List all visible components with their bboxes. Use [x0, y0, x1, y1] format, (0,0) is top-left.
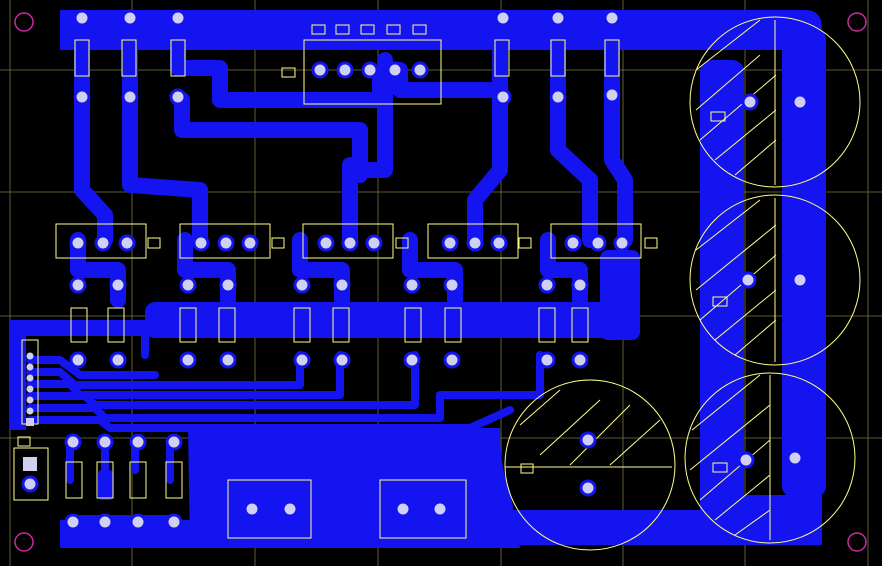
pad: [165, 513, 183, 531]
pad: [333, 276, 351, 294]
pad: [386, 61, 404, 79]
pad: [741, 93, 759, 111]
pad: [549, 9, 567, 27]
pad: [490, 234, 508, 252]
pad: [179, 276, 197, 294]
pad: [538, 276, 556, 294]
header-pin-pad: [26, 385, 34, 393]
pad: [411, 61, 429, 79]
pad: [179, 351, 197, 369]
header-pin-pad: [26, 352, 34, 360]
pad: [64, 513, 82, 531]
pad: [791, 271, 809, 289]
pad: [786, 449, 804, 467]
pad: [281, 500, 299, 518]
pad: [192, 234, 210, 252]
pad: [603, 9, 621, 27]
pad: [69, 276, 87, 294]
pad: [219, 351, 237, 369]
pad: [341, 234, 359, 252]
pad: [333, 351, 351, 369]
pad: [466, 234, 484, 252]
pad: [317, 234, 335, 252]
mounting-hole-bottom-left: [14, 532, 34, 552]
mounting-hole-top-left: [14, 12, 34, 32]
pad: [293, 276, 311, 294]
pad: [571, 351, 589, 369]
square-pad: [23, 457, 37, 471]
pad: [403, 276, 421, 294]
pad: [361, 61, 379, 79]
header-pin-pad: [26, 396, 34, 404]
pad: [96, 513, 114, 531]
pad: [441, 234, 459, 252]
pad: [564, 234, 582, 252]
pad: [571, 276, 589, 294]
header-pin-pad: [26, 418, 34, 426]
pad: [165, 433, 183, 451]
pad: [241, 234, 259, 252]
capacitor-hatching: [505, 19, 777, 540]
pad: [73, 88, 91, 106]
terminal-block-1-outline: [227, 479, 312, 539]
pad: [613, 234, 631, 252]
header-pin-pad: [26, 407, 34, 415]
top-connector-outline: [303, 39, 442, 105]
mounting-hole-bottom-right: [847, 532, 867, 552]
pad: [219, 276, 237, 294]
pad: [129, 433, 147, 451]
silkscreen-layer: [13, 16, 861, 551]
pad: [579, 479, 597, 497]
pad: [443, 276, 461, 294]
terminal-block-2-outline: [379, 479, 467, 539]
pad: [589, 234, 607, 252]
pad: [169, 88, 187, 106]
resistor-outlines: [65, 39, 620, 499]
pad: [217, 234, 235, 252]
pad: [293, 351, 311, 369]
pad: [311, 61, 329, 79]
pad: [73, 9, 91, 27]
mounting-holes: [14, 12, 867, 552]
pad: [96, 433, 114, 451]
pad: [109, 351, 127, 369]
pad: [538, 351, 556, 369]
pad: [64, 433, 82, 451]
pads-layer: [21, 9, 809, 531]
pad: [121, 9, 139, 27]
pad: [21, 475, 39, 493]
pad: [549, 88, 567, 106]
regulator-outlines: [55, 223, 658, 259]
pad: [739, 271, 757, 289]
pad: [603, 86, 621, 104]
header-pin-pad: [26, 363, 34, 371]
pad: [129, 513, 147, 531]
pad: [403, 351, 421, 369]
pad: [443, 351, 461, 369]
pad: [69, 234, 87, 252]
pad: [791, 93, 809, 111]
mounting-hole-top-right: [847, 12, 867, 32]
pad: [494, 88, 512, 106]
pad: [737, 451, 755, 469]
input-connector-outline: [13, 447, 49, 501]
top-small-pads-outline: [281, 24, 427, 78]
pad: [431, 500, 449, 518]
header-pin-pad: [26, 374, 34, 382]
pad: [118, 234, 136, 252]
pad: [169, 9, 187, 27]
pad: [394, 500, 412, 518]
pad: [109, 276, 127, 294]
pad: [69, 351, 87, 369]
pad: [579, 431, 597, 449]
pad: [494, 9, 512, 27]
pad: [243, 500, 261, 518]
pad: [94, 234, 112, 252]
capacitor-outlines: [504, 16, 861, 551]
pad: [365, 234, 383, 252]
pad: [121, 88, 139, 106]
pad: [336, 61, 354, 79]
cap-polarity-marks: [520, 111, 728, 474]
